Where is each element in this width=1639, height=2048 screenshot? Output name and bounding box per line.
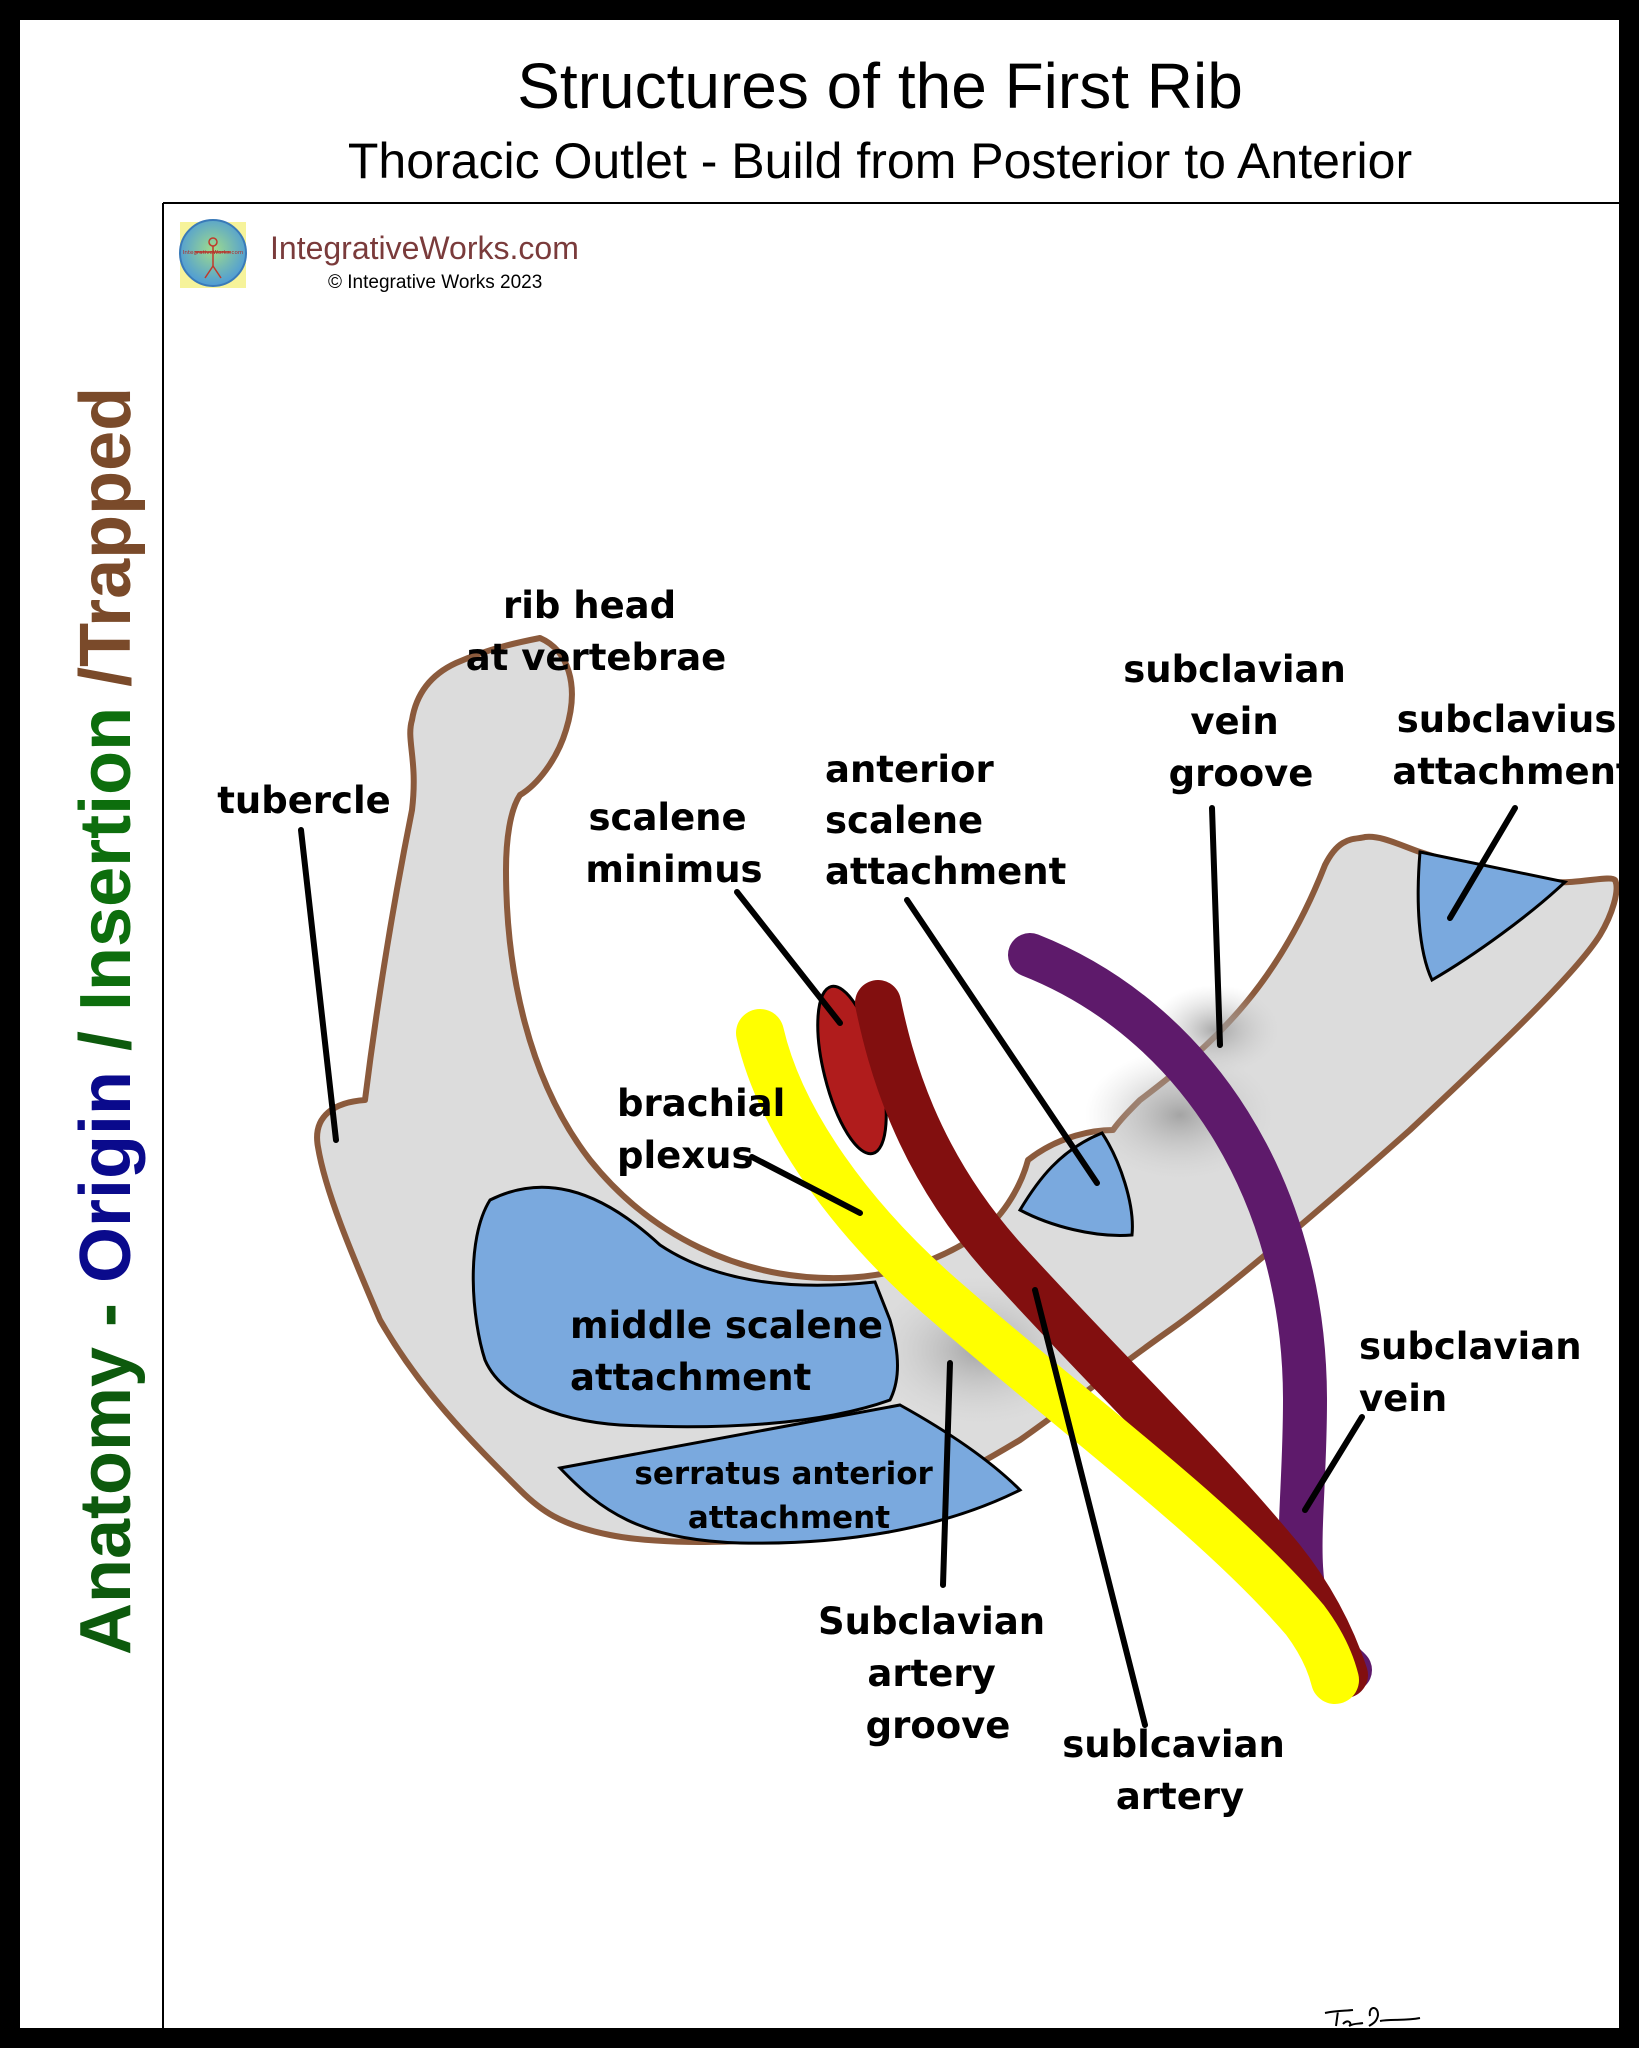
brand-copyright: © Integrative Works 2023 — [328, 272, 542, 293]
logo-text: IntegrativeWorks.com — [183, 250, 243, 256]
label-subclavius-attachment: subclavius attachment — [1392, 698, 1619, 793]
side-label-insertion: Insertion — [66, 707, 146, 1011]
label-middle-scalene: middle scalene attachment — [570, 1304, 896, 1399]
anterior-scalene-attachment — [1017, 1131, 1134, 1237]
label-subclavian-artery: sublcavian artery — [1062, 1723, 1297, 1818]
serratus-anterior-attachment — [557, 1403, 1023, 1545]
side-label: Anatomy - Origin / Insertion /Trapped — [66, 387, 146, 1655]
leader-lines — [298, 805, 1518, 1728]
middle-scalene-attachment — [471, 1185, 899, 1429]
label-rib-head: rib head at vertebrae — [466, 584, 727, 679]
label-brachial-plexus: brachial plexus — [617, 1082, 798, 1177]
label-subclavian-artery-groove: Subclavian artery groove — [818, 1600, 1058, 1747]
label-anterior-scalene: anterior scalene attachment — [825, 748, 1066, 893]
sheet: Structures of the First Rib Thoracic Out… — [20, 20, 1619, 2028]
side-label-sep1: / — [66, 1011, 146, 1071]
label-serratus-anterior: serratus anterior attachment — [634, 1456, 943, 1536]
label-scalene-minimus: scalene minimus — [585, 796, 762, 891]
side-label-origin: Origin — [66, 1071, 146, 1283]
page-title: Structures of the First Rib — [517, 50, 1243, 122]
page-subtitle: Thoracic Outlet - Build from Posterior t… — [348, 133, 1412, 189]
side-label-anatomy: Anatomy - — [66, 1283, 146, 1655]
side-label-trapped: /Trapped — [66, 387, 146, 707]
signature — [1324, 2007, 1421, 2027]
label-tubercle: tubercle — [217, 779, 391, 822]
subclavius-attachment — [1416, 850, 1569, 983]
first-rib-diagram: Structures of the First Rib Thoracic Out… — [66, 50, 1619, 2028]
label-subclavian-vein-groove: subclavian vein groove — [1123, 648, 1358, 795]
brand-site[interactable]: IntegrativeWorks.com — [270, 230, 579, 266]
vitruvian-man-logo-icon: IntegrativeWorks.com — [179, 219, 247, 288]
brachial-plexus — [736, 1009, 1359, 1704]
label-subclavian-vein: subclavian vein — [1359, 1325, 1594, 1420]
